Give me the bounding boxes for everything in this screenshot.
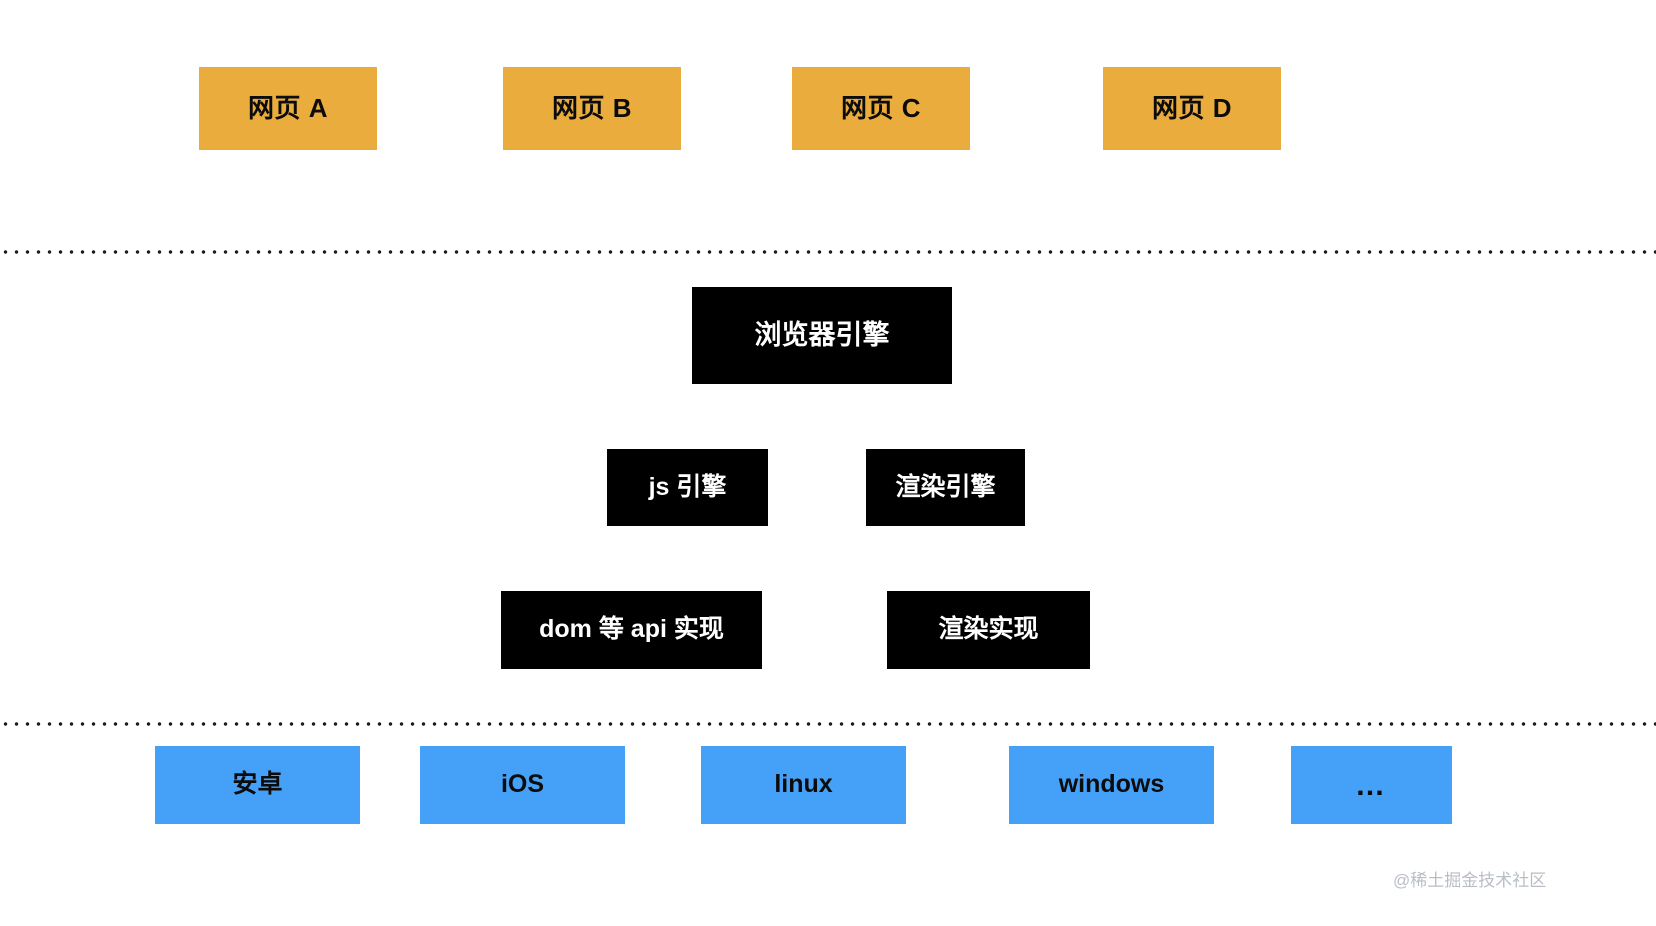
render-impl-label: 渲染实现 [938,615,1039,644]
divider-pages-engine [0,250,1656,254]
browser-engine-node[interactable]: 浏览器引擎 [692,287,952,384]
page-node-b-label: 网页 B [551,93,632,124]
page-node-a[interactable]: 网页 A [199,67,377,150]
render-engine-label: 渲染引擎 [895,472,996,501]
page-node-d-label: 网页 D [1151,93,1232,124]
os-node-windows[interactable]: windows [1009,746,1214,824]
os-node-ios[interactable]: iOS [420,746,625,824]
page-node-c-label: 网页 C [840,93,921,124]
js-engine-node[interactable]: js 引擎 [607,449,768,526]
page-node-b[interactable]: 网页 B [503,67,681,150]
dom-api-impl-node[interactable]: dom 等 api 实现 [501,591,762,669]
render-engine-node[interactable]: 渲染引擎 [866,449,1025,526]
os-node-android[interactable]: 安卓 [155,746,360,824]
os-node-linux[interactable]: linux [701,746,906,824]
os-node-android-label: 安卓 [232,770,283,799]
page-node-d[interactable]: 网页 D [1103,67,1281,150]
js-engine-label: js 引擎 [648,472,727,501]
os-node-linux-label: linux [774,770,833,799]
watermark: @稀土掘金技术社区 [1393,871,1547,890]
os-node-more-label: … [1355,768,1388,802]
page-node-c[interactable]: 网页 C [792,67,970,150]
os-node-ios-label: iOS [500,770,545,799]
page-node-a-label: 网页 A [247,93,328,124]
os-node-more[interactable]: … [1291,746,1452,824]
render-impl-node[interactable]: 渲染实现 [887,591,1090,669]
os-node-windows-label: windows [1058,770,1165,799]
browser-engine-label: 浏览器引擎 [754,319,890,350]
divider-engine-os [0,722,1656,726]
dom-api-impl-label: dom 等 api 实现 [539,615,724,644]
